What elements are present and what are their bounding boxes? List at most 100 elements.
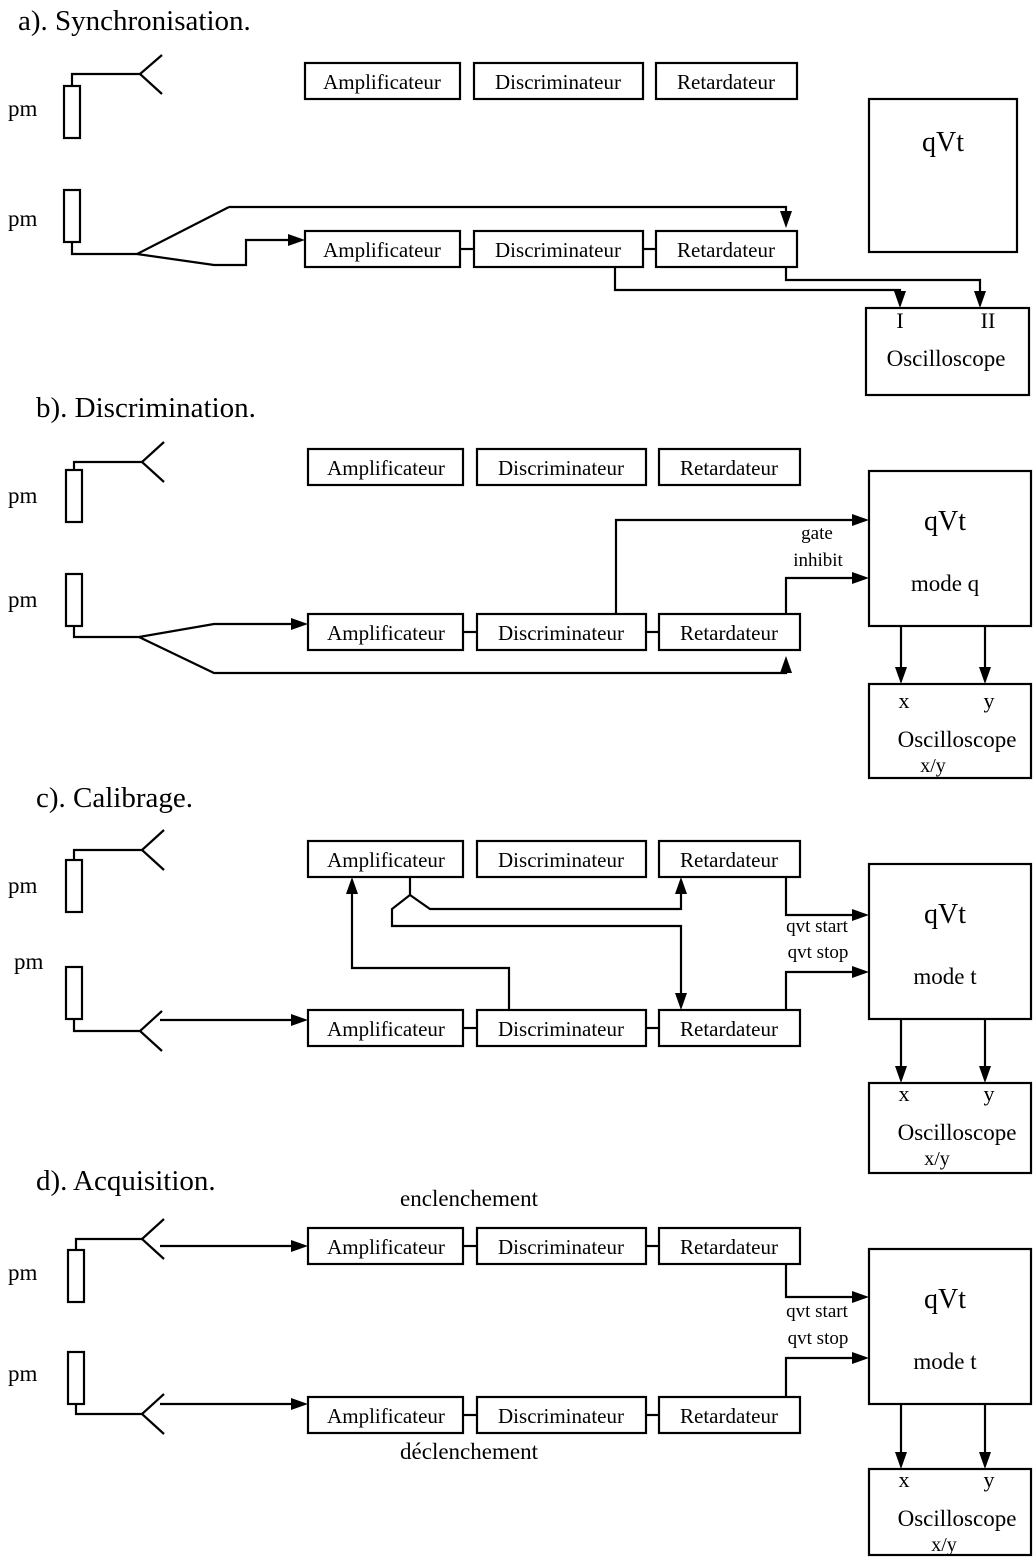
bottom-module-row: Amplificateur Discriminateur Retardateur bbox=[306, 1008, 802, 1048]
input-label: x bbox=[899, 688, 910, 713]
amplificateur-label: Amplificateur bbox=[327, 621, 445, 645]
oscilloscope-box bbox=[867, 1467, 1033, 1557]
qvt-title: qVt bbox=[922, 127, 964, 158]
oscilloscope-label: Oscilloscope bbox=[898, 1120, 1017, 1145]
start-label: qvt start bbox=[786, 916, 848, 937]
qvt-mode: mode q bbox=[911, 571, 980, 596]
discriminateur-box bbox=[475, 1008, 648, 1048]
retardateur-label: Retardateur bbox=[680, 1404, 778, 1428]
qvt-mode: mode t bbox=[913, 964, 977, 989]
arrow-head bbox=[780, 656, 792, 673]
amplificateur-box bbox=[306, 1226, 465, 1266]
split-line-lower bbox=[390, 877, 683, 994]
arrow-head bbox=[894, 291, 906, 308]
discriminateur-label: Discriminateur bbox=[495, 70, 621, 94]
amplificateur-label: Amplificateur bbox=[323, 238, 441, 262]
photomultiplier-icon bbox=[66, 1350, 86, 1406]
stop-label: qvt stop bbox=[788, 942, 849, 963]
section-title: b). Discrimination. bbox=[36, 392, 256, 424]
arrow-head bbox=[675, 993, 687, 1010]
pm-antenna-icon bbox=[138, 54, 163, 95]
oscilloscope-box bbox=[867, 682, 1033, 780]
pm-antenna-icon bbox=[140, 829, 165, 871]
splitter-wires bbox=[133, 206, 290, 267]
pm-label: pm bbox=[8, 1260, 38, 1285]
arrow-head bbox=[979, 1066, 991, 1083]
amplificateur-box bbox=[306, 447, 465, 487]
arrow-head bbox=[979, 667, 991, 684]
start-line bbox=[784, 1264, 855, 1299]
stop-line bbox=[784, 970, 855, 1010]
pm-cable bbox=[72, 626, 139, 639]
amplificateur-label: Amplificateur bbox=[327, 1017, 445, 1041]
input-label: x bbox=[899, 1467, 910, 1492]
top-caption: enclenchement bbox=[400, 1186, 539, 1211]
input-label: I bbox=[896, 308, 903, 333]
arrow-head bbox=[288, 234, 305, 246]
retardateur-box bbox=[657, 839, 802, 879]
pm-label: pm bbox=[8, 96, 38, 121]
qvt-box bbox=[867, 97, 1019, 254]
retardateur-label: Retardateur bbox=[680, 1017, 778, 1041]
arrow-head bbox=[291, 1240, 308, 1252]
retardateur-label: Retardateur bbox=[680, 456, 778, 480]
retardateur-label: Retardateur bbox=[680, 621, 778, 645]
arrow-head bbox=[291, 1398, 308, 1410]
amplificateur-label: Amplificateur bbox=[327, 1235, 445, 1259]
photomultiplier-icon bbox=[62, 84, 82, 140]
amplificateur-label: Amplificateur bbox=[327, 848, 445, 872]
pm-antenna-icon bbox=[140, 1393, 165, 1435]
input-label: x bbox=[899, 1081, 910, 1106]
oscilloscope-box bbox=[864, 306, 1031, 397]
channel-ii-line bbox=[784, 267, 982, 292]
arrow-head bbox=[852, 514, 869, 526]
retardateur-box bbox=[654, 61, 799, 101]
qvt-mode: mode t bbox=[913, 1349, 977, 1374]
discriminateur-label: Discriminateur bbox=[498, 1017, 624, 1041]
section-discrimination: b). Discrimination. pm Amplificateur Dis… bbox=[8, 392, 1033, 780]
arrow-head bbox=[895, 1066, 907, 1083]
oscilloscope-box bbox=[867, 1081, 1033, 1175]
oscilloscope-sublabel: x/y bbox=[920, 755, 946, 777]
pm-label: pm bbox=[8, 873, 38, 898]
photomultiplier-icon bbox=[62, 188, 82, 244]
discriminateur-box bbox=[475, 612, 648, 652]
amplificateur-label: Amplificateur bbox=[327, 1404, 445, 1428]
input-label: II bbox=[981, 308, 996, 333]
discriminateur-box bbox=[472, 61, 645, 101]
qvt-box bbox=[867, 1247, 1033, 1406]
section-calibrage: c). Calibrage. pm Amplificateur Discrimi… bbox=[8, 782, 1033, 1175]
qvt-title: qVt bbox=[924, 1284, 966, 1315]
arrow-head bbox=[974, 291, 986, 308]
stop-label: qvt stop bbox=[788, 1328, 849, 1349]
bottom-module-row: Amplificateur Discriminateur Retardateur bbox=[306, 1395, 802, 1435]
photomultiplier-icon bbox=[64, 572, 84, 628]
discriminateur-label: Discriminateur bbox=[498, 848, 624, 872]
retardateur-box bbox=[657, 1395, 802, 1435]
arrow-head bbox=[675, 877, 687, 894]
photomultiplier-icon bbox=[66, 1248, 86, 1304]
pm-cable bbox=[74, 1404, 142, 1416]
pm-cable bbox=[70, 242, 137, 256]
arrow-head bbox=[852, 1291, 869, 1303]
oscilloscope-label: Oscilloscope bbox=[887, 346, 1006, 371]
pm-label: pm bbox=[8, 1361, 38, 1386]
pm-antenna-icon bbox=[140, 441, 165, 483]
inhibit-label: inhibit bbox=[793, 550, 843, 571]
section-title: c). Calibrage. bbox=[36, 782, 193, 814]
discriminateur-box bbox=[475, 839, 648, 879]
amplificateur-box bbox=[306, 1008, 465, 1048]
arrow-head bbox=[780, 211, 792, 228]
discriminateur-label: Discriminateur bbox=[498, 621, 624, 645]
bottom-module-row: Amplificateur Discriminateur Retardateur bbox=[303, 229, 799, 269]
input-label: y bbox=[984, 688, 995, 713]
retardateur-label: Retardateur bbox=[680, 1235, 778, 1259]
pm-label: pm bbox=[14, 949, 44, 974]
start-label: qvt start bbox=[786, 1301, 848, 1322]
splitter-wires bbox=[138, 622, 293, 639]
stop-line bbox=[784, 1356, 855, 1397]
start-line bbox=[784, 877, 855, 917]
arrow-head bbox=[291, 618, 308, 630]
feedback-line bbox=[350, 893, 511, 1010]
oscilloscope-sublabel: x/y bbox=[931, 1534, 957, 1556]
